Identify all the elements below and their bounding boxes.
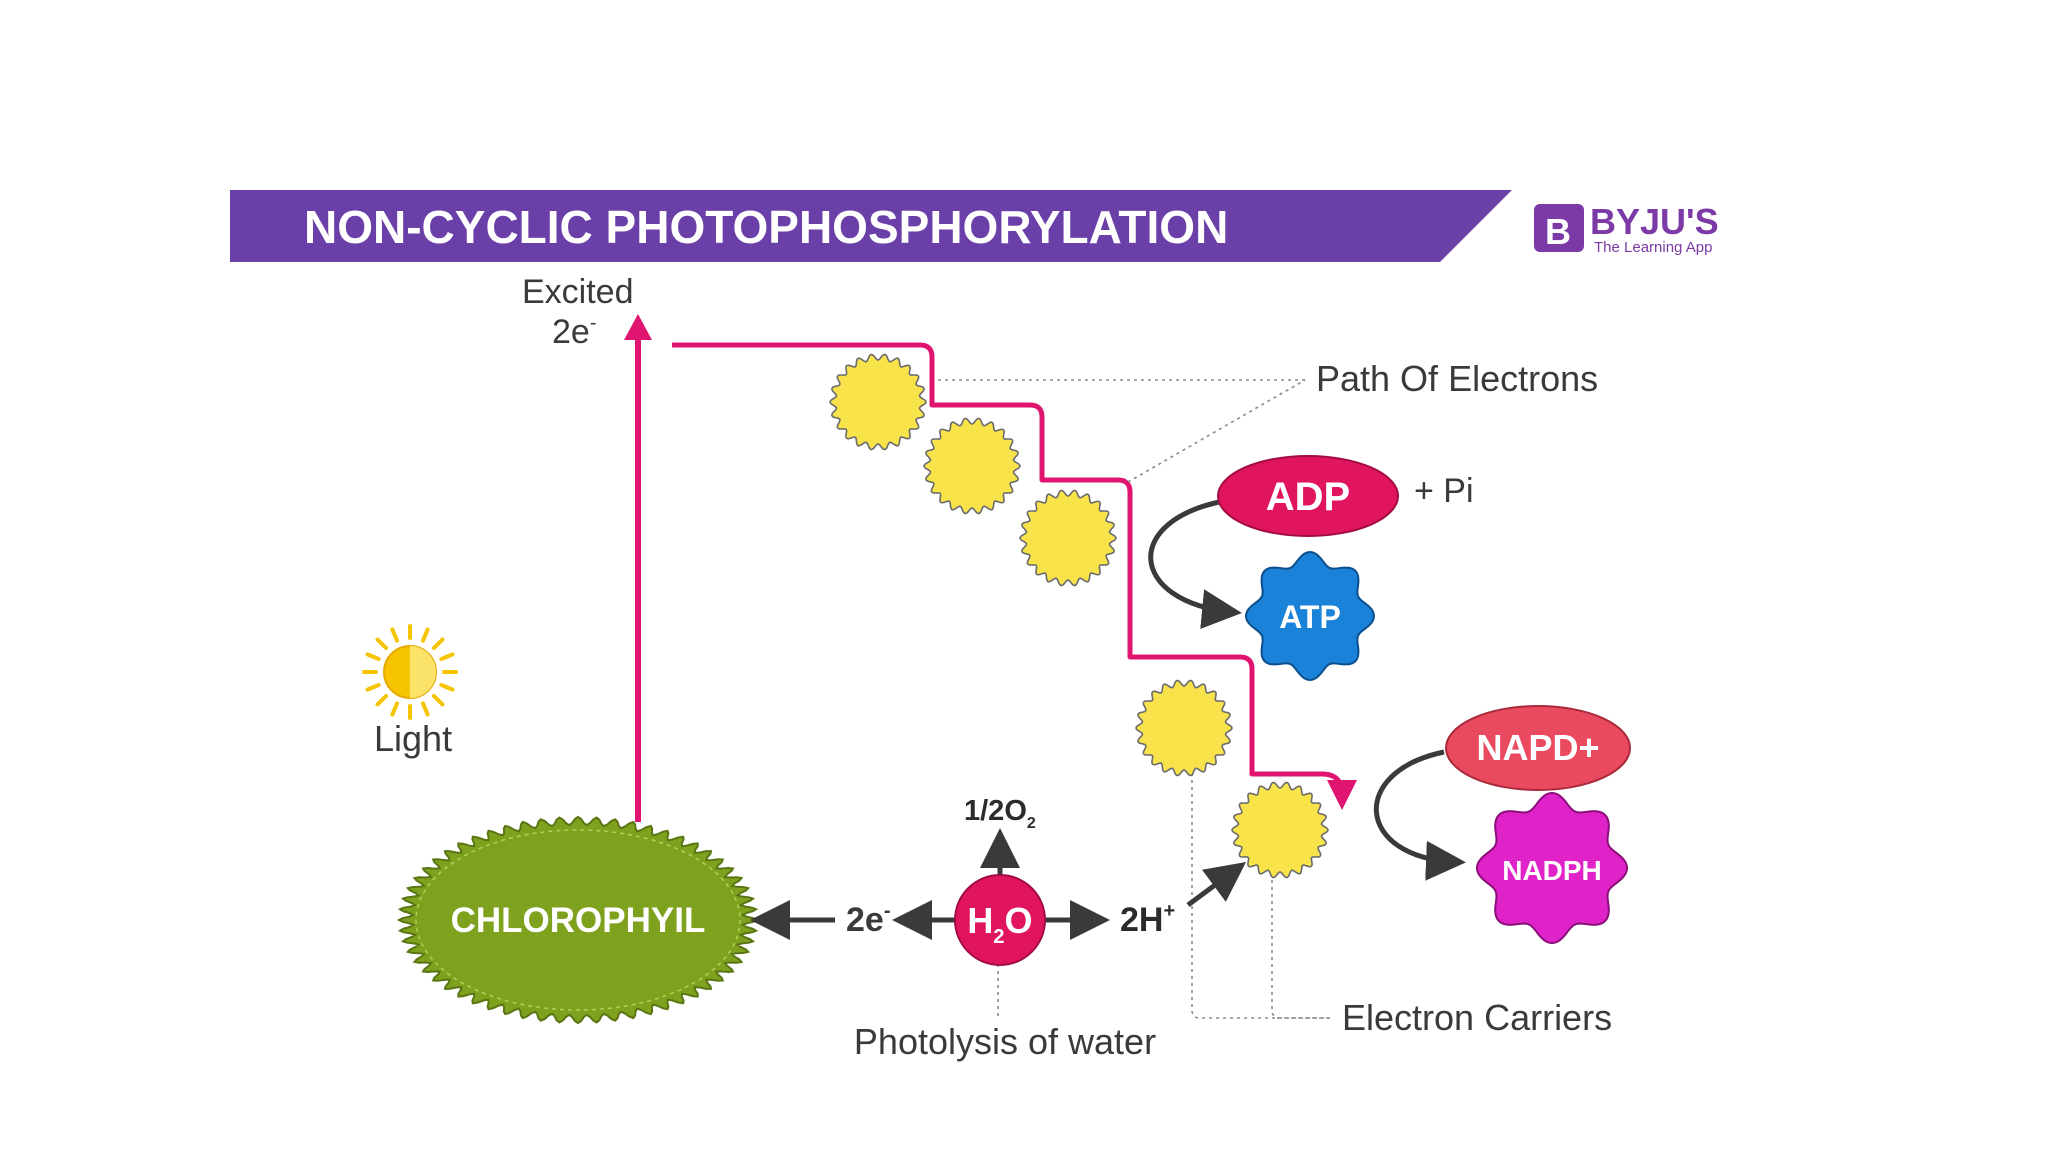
nadph-label: NADPH (1502, 855, 1602, 886)
atp-blob (1244, 550, 1376, 682)
chlorophyll-inner-ring (415, 829, 741, 1011)
protons-to-carrier-arrow (1186, 862, 1247, 908)
electron-carriers-label: Electron Carriers (1342, 997, 1612, 1038)
electron-carrier (1135, 679, 1233, 777)
water-molecule (954, 874, 1046, 966)
brand-name: BYJU'S (1590, 201, 1719, 242)
electrons-label: 2e- (846, 900, 891, 939)
electron-carrier (923, 417, 1021, 515)
sun-ray (365, 652, 381, 661)
napd-oval (1445, 705, 1631, 791)
water-label: H2O (967, 900, 1032, 948)
sun-ray (421, 627, 430, 643)
sun-highlight (410, 646, 436, 698)
leader-lines (938, 379, 1330, 1020)
sun-ray (375, 694, 388, 707)
byjus-logo-icon (1534, 204, 1584, 252)
electron-carriers (829, 353, 1329, 879)
sun-ray (432, 637, 445, 650)
light-label: Light (374, 718, 452, 759)
path-of-electrons-label: Path Of Electrons (1316, 358, 1598, 399)
byjus-logo-letter: B (1545, 211, 1571, 252)
sun-ray (390, 627, 399, 643)
photolysis-label: Photolysis of water (854, 1021, 1156, 1062)
napd-label: NAPD+ (1476, 727, 1599, 768)
chlorophyll-ellipse (396, 815, 760, 1025)
sun-ray (432, 694, 445, 707)
electron-carrier (1019, 489, 1117, 587)
oxygen-label: 1/2O2 (964, 795, 1036, 832)
title-bar (230, 190, 1512, 262)
electron-carrier (1231, 781, 1329, 879)
napd-to-nadph-arrow (1373, 749, 1466, 881)
excited-electrons-label: 2e- (552, 312, 597, 351)
adp-to-atp-arrow (1148, 497, 1242, 630)
brand-tagline: The Learning App (1594, 239, 1712, 256)
plus-pi-label: + Pi (1414, 472, 1474, 510)
atp-label: ATP (1279, 599, 1341, 635)
adp-label: ADP (1266, 475, 1350, 519)
byjus-logo: B BYJU'S The Learning App (1534, 201, 1719, 256)
sun-ray (421, 701, 430, 717)
chlorophyll-label: CHLOROPHYIL (451, 901, 706, 940)
excited-label: Excited (522, 273, 634, 311)
sun-ray (439, 683, 455, 692)
nadph-blob (1475, 791, 1629, 945)
sun-ray (390, 701, 399, 717)
sun-icon (362, 624, 458, 720)
sun-ray (439, 652, 455, 661)
electron-path (672, 342, 1357, 810)
sun-ray (375, 637, 388, 650)
page-title: NON-CYCLIC PHOTOPHOSPHORYLATION (304, 201, 1228, 253)
excitation-arrowhead (624, 314, 652, 340)
electron-carrier (829, 353, 927, 451)
adp-oval (1217, 455, 1399, 537)
protons-label: 2H+ (1120, 900, 1175, 939)
sun-ray (365, 683, 381, 692)
